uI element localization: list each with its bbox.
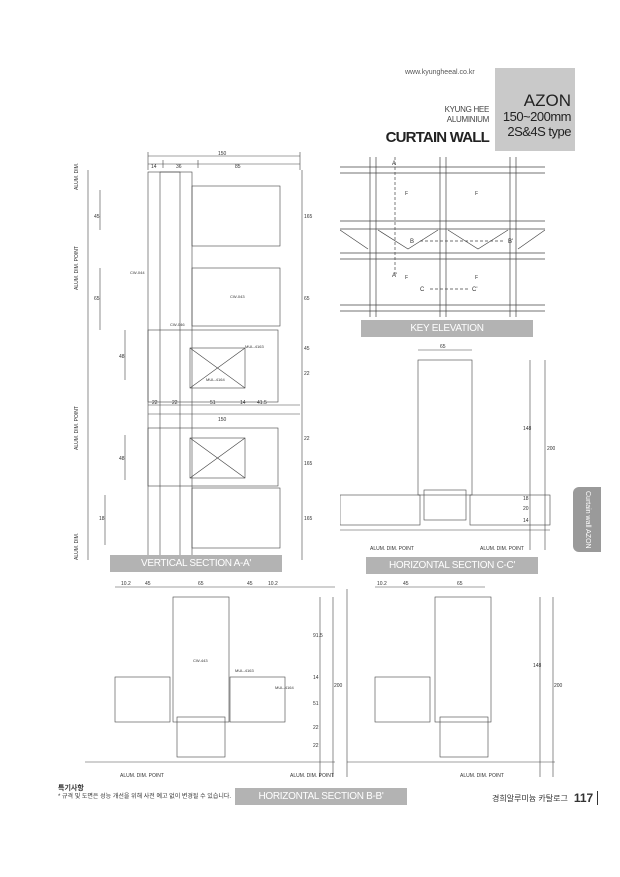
dim-bot-a: 22 xyxy=(152,400,158,406)
dim-bot-total: 150 xyxy=(218,417,227,423)
side-tab: Curtain wall AZON xyxy=(573,487,601,552)
dim-left-5: 18 xyxy=(99,516,105,522)
key-a: A xyxy=(392,161,396,167)
dim-right-2: 65 xyxy=(304,296,310,302)
company-line-2: ALUMINIUM xyxy=(446,115,490,124)
b-dim-le: 10.2 xyxy=(268,581,278,587)
footer-note: 특기사항 * 규격 및 도면은 성능 개선을 위해 사전 예고 없이 변경될 수… xyxy=(58,785,231,801)
b-dim-v4: 22 xyxy=(313,725,319,731)
b-dim-rc: 65 xyxy=(457,581,463,587)
key-f1: F xyxy=(405,191,408,197)
alum-dim-point-1: ALUM. DIM. POINT xyxy=(74,246,80,290)
footer-note-text: * 규격 및 도면은 성능 개선을 위해 사전 예고 없이 변경될 수 있습니다… xyxy=(58,794,232,800)
c-dim-r4: 20 xyxy=(523,506,529,512)
b-part-cw443: CW-443 xyxy=(193,658,208,663)
b-dim-t3: 200 xyxy=(554,683,563,689)
b-dim-v2: 14 xyxy=(313,675,319,681)
b-dim-ra: 10.2 xyxy=(377,581,387,587)
part-mul4163: MUL-4163 xyxy=(245,344,264,349)
vertical-section-label: VERTICAL SECTION A-A' xyxy=(110,555,282,572)
key-c2: C' xyxy=(472,287,477,293)
key-b: B xyxy=(410,239,414,245)
c-dim-r1: 148 xyxy=(523,426,532,432)
dim-top-c: 85 xyxy=(235,164,241,170)
c-alum-1: ALUM. DIM. POINT xyxy=(370,546,414,552)
dim-left-3: 48 xyxy=(119,354,125,360)
page-number: 117 xyxy=(574,791,599,805)
product-spec-2: 2S&4S type xyxy=(507,124,571,139)
dim-right-3: 45 xyxy=(304,346,310,352)
part-cw044: CW-044 xyxy=(130,270,145,275)
b-dim-t1: 200 xyxy=(334,683,343,689)
footer-page: 경희알루미늄 카탈로그 117 xyxy=(492,791,599,805)
dim-top-a: 14 xyxy=(151,164,157,170)
c-alum-2: ALUM. DIM. POINT xyxy=(480,546,524,552)
dim-right-6: 165 xyxy=(304,461,313,467)
alum-dim-top: ALUM. DIM. xyxy=(74,163,80,190)
dim-bot-c: 51 xyxy=(210,400,216,406)
product-name: AZON xyxy=(523,91,571,110)
part-mul4164: MUL-4164 xyxy=(206,377,225,382)
footer-publisher: 경희알루미늄 카탈로그 xyxy=(492,793,568,803)
website-url: www.kyungheeal.co.kr xyxy=(405,69,475,76)
key-b2: B' xyxy=(508,239,513,245)
b-part-mul4164: MUL-4164 xyxy=(275,685,294,690)
b-dim-v3: 51 xyxy=(313,701,319,707)
dim-left-4: 48 xyxy=(119,456,125,462)
alum-dim-bottom: ALUM. DIM. xyxy=(74,533,80,560)
horizontal-section-c-drawing: 65 148 200 18 20 14 ALUM. DIM. POINT ALU… xyxy=(340,344,555,552)
b-dim-ld: 45 xyxy=(247,581,253,587)
key-f4: F xyxy=(475,275,478,281)
dim-bot-d: 14 xyxy=(240,400,246,406)
b-part-mul4163: MUL-4163 xyxy=(235,668,254,673)
b-dim-la: 10.2 xyxy=(121,581,131,587)
key-f2: F xyxy=(475,191,478,197)
part-cw046: CW-046 xyxy=(170,322,185,327)
c-dim-r3: 18 xyxy=(523,496,529,502)
company-name: KYUNG HEE ALUMINIUM xyxy=(444,105,490,125)
b-dim-v5: 22 xyxy=(313,743,319,749)
c-dim-top: 65 xyxy=(440,344,446,350)
dim-right-1: 165 xyxy=(304,214,313,220)
horizontal-section-b-drawing: 10.2 45 65 45 10.2 10.2 45 65 91.5 14 51… xyxy=(85,581,563,779)
b-dim-v1: 91.5 xyxy=(313,633,323,639)
key-c: C xyxy=(420,287,425,293)
c-dim-r2: 200 xyxy=(547,446,555,452)
b-alum-2: ALUM. DIM. POINT xyxy=(290,773,334,779)
b-dim-lb: 45 xyxy=(145,581,151,587)
product-spec-1: 150~200mm xyxy=(502,109,572,124)
dim-top-total: 150 xyxy=(218,151,227,157)
footer-note-title: 특기사항 xyxy=(58,785,84,792)
key-elevation-drawing: A A' B B' C C' F F F F xyxy=(340,157,545,317)
c-dim-r5: 14 xyxy=(523,518,529,524)
b-alum-1: ALUM. DIM. POINT xyxy=(120,773,164,779)
company-line-1: KYUNG HEE xyxy=(444,105,490,114)
horizontal-section-c-label: HORIZONTAL SECTION C-C' xyxy=(366,557,538,574)
key-f3: F xyxy=(405,275,408,281)
dim-right-5: 22 xyxy=(304,436,310,442)
horizontal-section-b-label: HORIZONTAL SECTION B-B' xyxy=(235,788,407,805)
alum-dim-point-2: ALUM. DIM. POINT xyxy=(74,406,80,450)
part-cw043: CW-043 xyxy=(230,294,245,299)
b-alum-3: ALUM. DIM. POINT xyxy=(460,773,504,779)
dim-bot-e: 41.5 xyxy=(257,400,267,406)
dim-right-7: 165 xyxy=(304,516,313,522)
b-dim-lc: 65 xyxy=(198,581,204,587)
dim-left-1: 45 xyxy=(94,214,100,220)
dim-bot-b: 22 xyxy=(172,400,178,406)
b-dim-t2: 148 xyxy=(533,663,542,669)
dim-right-4: 22 xyxy=(304,371,310,377)
category-title: CURTAIN WALL xyxy=(385,129,490,146)
dim-top-b: 36 xyxy=(176,164,182,170)
dim-left-2: 65 xyxy=(94,296,100,302)
vertical-section-drawing: ALUM. DIM. ALUM. DIM. POINT ALUM. DIM. P… xyxy=(74,151,313,560)
b-dim-rb: 45 xyxy=(403,581,409,587)
key-a2: A' xyxy=(392,273,397,279)
key-elevation-label: KEY ELEVATION xyxy=(361,320,533,337)
product-title-box: AZON 150~200mm 2S&4S type xyxy=(495,68,575,151)
